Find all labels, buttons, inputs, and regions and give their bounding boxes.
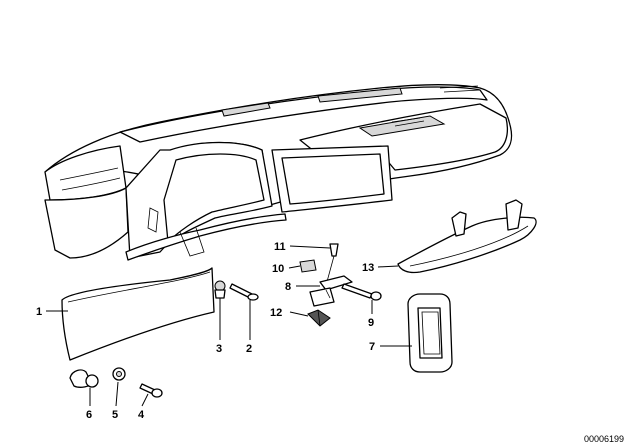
part-2-screw — [229, 283, 259, 301]
defroster-vent-left — [221, 102, 271, 117]
callout-12: 12 — [270, 307, 282, 319]
dashboard-knee-rail — [125, 213, 287, 261]
instrument-cluster-hood — [44, 145, 127, 201]
defroster-vent-right — [317, 87, 403, 103]
callout-6: 6 — [86, 409, 92, 421]
callout-13: 13 — [362, 262, 374, 274]
console-bracket — [179, 227, 205, 257]
part-3-clip-nut — [214, 280, 226, 299]
callout-11: 11 — [274, 241, 286, 253]
callout-8: 8 — [285, 281, 291, 293]
callout-10: 10 — [272, 263, 284, 275]
part-10-clip — [299, 259, 317, 273]
part-7-frame-cover — [407, 293, 453, 373]
callout-9: 9 — [368, 317, 374, 329]
part-8-bracket — [309, 275, 353, 307]
leader-lines — [46, 245, 412, 407]
dashboard-assembly — [44, 83, 513, 261]
center-console-opening — [163, 153, 265, 243]
part-4-screw — [139, 383, 163, 398]
part-1-lower-trim-panel — [61, 267, 215, 361]
part-13-glovebox-tray — [397, 199, 537, 274]
document-id: 00006199 — [584, 434, 624, 444]
callout-3: 3 — [216, 343, 222, 355]
part-6-push-clip — [69, 369, 99, 388]
callout-2: 2 — [246, 343, 252, 355]
part-5-nut — [112, 367, 126, 381]
callout-1: 1 — [36, 306, 42, 318]
glovebox-opening — [281, 153, 385, 205]
callout-labels: 1 2 3 4 5 6 7 8 9 10 11 12 13 — [36, 241, 375, 421]
callout-7: 7 — [369, 341, 375, 353]
part-12-expanding-nut — [307, 309, 331, 327]
callout-5: 5 — [112, 409, 118, 421]
callout-4: 4 — [138, 409, 145, 421]
part-9-screw — [341, 283, 382, 301]
